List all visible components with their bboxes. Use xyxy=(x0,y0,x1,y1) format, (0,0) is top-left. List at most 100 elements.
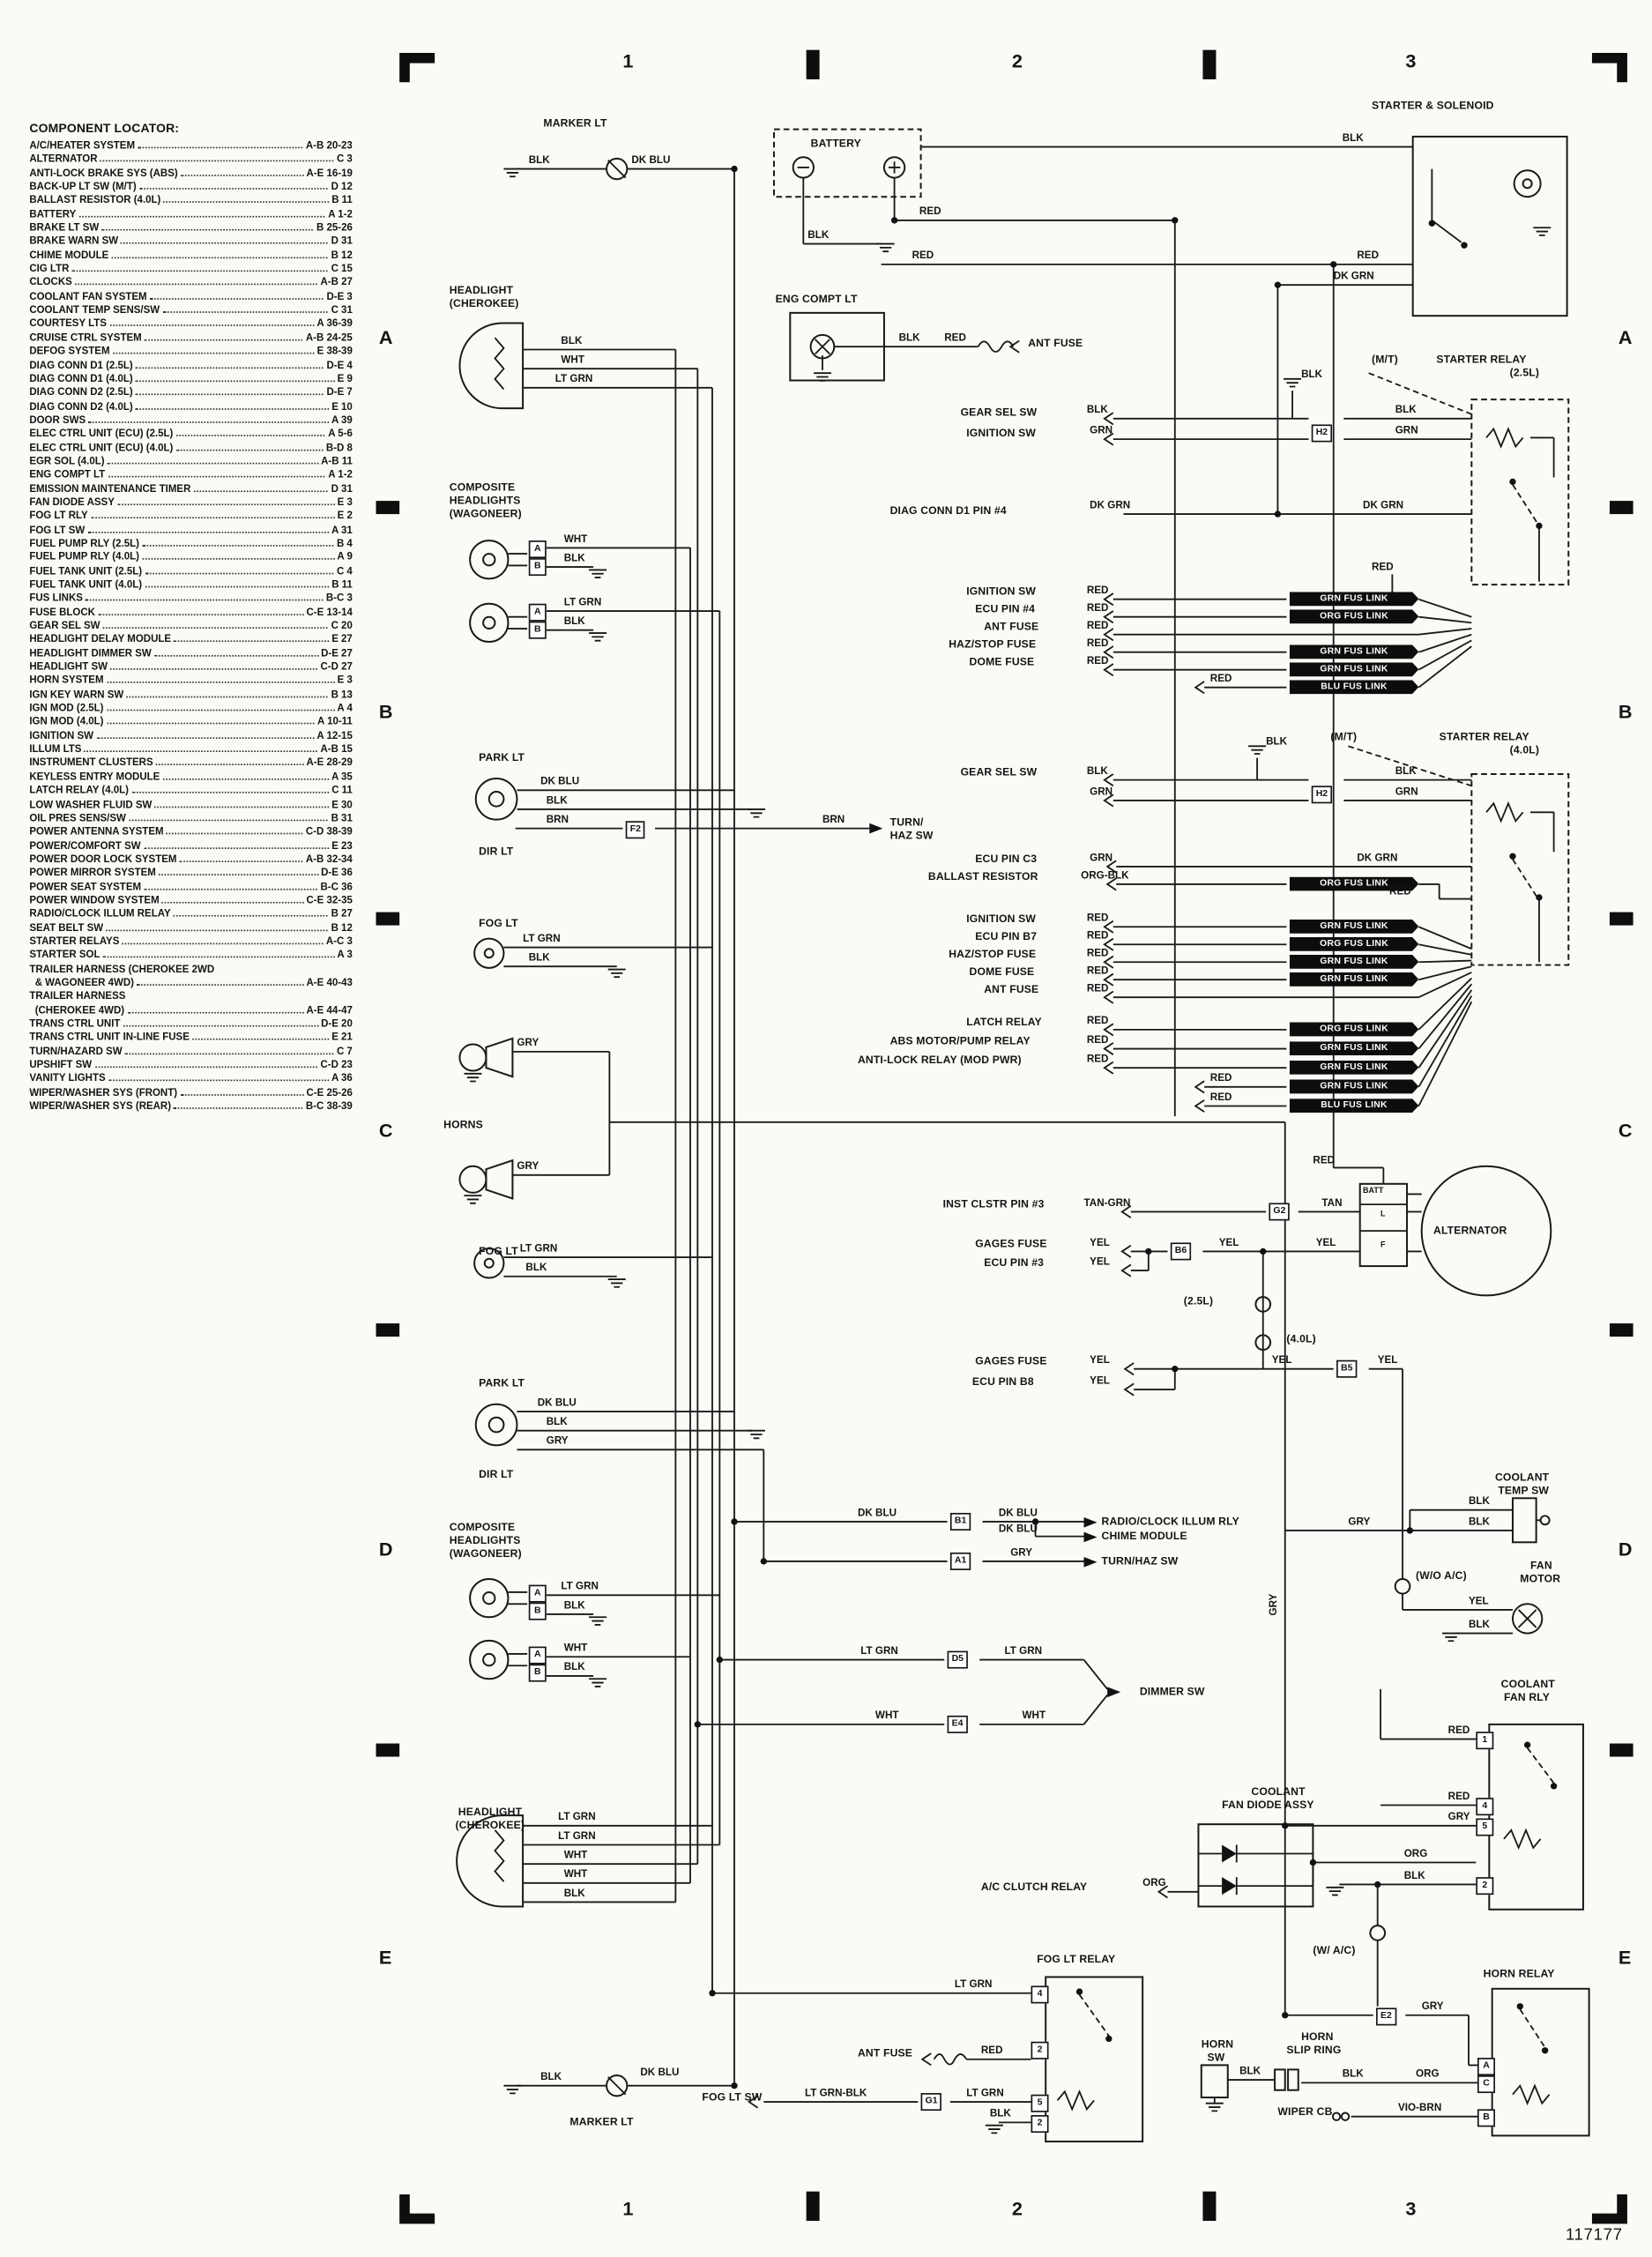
component-label: DOME FUSE xyxy=(969,655,1035,669)
locator-entry-ref: E 30 xyxy=(331,800,353,810)
locator-entry-name: SEAT BELT SW xyxy=(29,923,104,934)
wire-color-label: WHT xyxy=(563,1851,588,1861)
wire-color-label: BLK xyxy=(540,2072,562,2083)
locator-entry-ref: A-E 28-29 xyxy=(306,758,353,770)
locator-entry-name: WIPER/WASHER SYS (FRONT) xyxy=(29,1088,178,1099)
wire-color-label: DK BLU xyxy=(631,155,671,167)
component-label: TURN/HAZ SW xyxy=(1101,1553,1179,1568)
starter-relay-25l-outline xyxy=(1470,399,1570,586)
wire-runs xyxy=(494,145,1555,2124)
locator-entry-name: DIAG CONN D1 (2.5L) xyxy=(29,361,133,371)
component-label: FOG LT RELAY xyxy=(1037,1952,1116,1966)
locator-entry-ref: A 39 xyxy=(331,415,353,426)
locator-entry-ref: A 10-11 xyxy=(317,717,353,728)
fusible-link-label: GRN FUS LINK xyxy=(1289,954,1419,969)
component-label: ENG COMPT LT xyxy=(775,292,858,306)
locator-entry: DIAG CONN D1 (2.5L)D-E 4 xyxy=(29,359,353,373)
wire-color-label: BLK xyxy=(1239,2067,1261,2077)
component-label: FAN RLY xyxy=(1503,1690,1551,1704)
wire-color-label: LT GRN xyxy=(558,1812,596,1823)
component-label: GAGES FUSE xyxy=(975,1354,1047,1368)
locator-entry-name: VANITY LIGHTS xyxy=(29,1074,106,1085)
component-label: ALTERNATOR xyxy=(1433,1223,1507,1237)
component-label: (4.0L) xyxy=(1509,742,1540,756)
dotted-leader xyxy=(192,1039,329,1041)
locator-entry-name: POWER WINDOW SYSTEM xyxy=(29,896,160,906)
wire-color-label: BLK xyxy=(1395,766,1417,778)
connector-terminal: 4 xyxy=(1476,1798,1494,1815)
wire-color-label: RED xyxy=(1086,638,1109,650)
locator-entry-name: ILLUM LTS xyxy=(29,744,82,756)
component-label: ANT FUSE xyxy=(857,2045,913,2060)
connector-oval-w-ac xyxy=(1369,1925,1387,1941)
locator-entry-name: CIG LTR xyxy=(29,264,70,275)
dotted-leader xyxy=(144,888,318,890)
locator-entry-name: FAN DIODE ASSY xyxy=(29,497,115,509)
locator-entry-name: ANTI-LOCK BRAKE SYS (ABS) xyxy=(29,168,178,179)
component-label: ANT FUSE xyxy=(984,982,1039,996)
grid-row-label: A xyxy=(1618,325,1633,348)
wire-color-label: GRN xyxy=(1395,426,1418,436)
connector-terminal: 1 xyxy=(1476,1732,1494,1749)
connector-terminal: B6 xyxy=(1170,1242,1192,1260)
locator-entry-name: STARTER RELAYS xyxy=(29,936,120,948)
component-label: (2.5L) xyxy=(1509,365,1540,379)
wire-color-label: YEL xyxy=(1090,1257,1110,1268)
locator-entry-ref: A 1-2 xyxy=(328,209,353,220)
locator-entry-name: FOG LT SW xyxy=(29,525,86,536)
dotted-leader xyxy=(71,270,329,272)
wire-color-label: BRN xyxy=(546,815,569,826)
dotted-leader xyxy=(136,366,324,369)
locator-entry-ref: B-D 8 xyxy=(325,443,353,454)
connector-terminal: 2 xyxy=(1476,1877,1494,1895)
grid-column-label: 3 xyxy=(1405,49,1417,72)
dotted-leader xyxy=(109,324,315,327)
horn-1-trumpet xyxy=(485,1037,514,1078)
component-label: HORN xyxy=(1301,2030,1334,2044)
fog-lt-relay-box xyxy=(1045,1976,1144,2143)
locator-entry-ref: A 9 xyxy=(337,552,353,563)
component-label: ANT FUSE xyxy=(984,620,1039,634)
locator-entry-ref: C-D 38-39 xyxy=(305,827,353,838)
locator-entry-name: POWER SEAT SYSTEM xyxy=(29,882,142,893)
dotted-leader xyxy=(143,846,329,849)
wire-color-label: BLK xyxy=(1342,133,1364,145)
dotted-leader xyxy=(106,709,335,711)
connector-oval-25l xyxy=(1254,1296,1272,1313)
headlight-lamp-top xyxy=(458,322,525,410)
component-locator-title: COMPONENT LOCATOR: xyxy=(29,120,180,136)
locator-entry: (CHEROKEE 4WD)A-E 44-47 xyxy=(29,1004,353,1018)
dotted-leader xyxy=(173,915,329,918)
dotted-leader xyxy=(137,984,304,986)
wire-color-label: BLK xyxy=(563,1888,585,1900)
eng-compt-lt-box xyxy=(789,311,885,382)
grid-column-label: 1 xyxy=(622,2197,634,2220)
wire-color-label: GRY xyxy=(1421,2001,1444,2013)
grid-row-label: A xyxy=(378,325,393,348)
locator-entry-ref: B 12 xyxy=(331,923,353,934)
component-label: (W/O A/C) xyxy=(1416,1568,1467,1583)
locator-entry-name: POWER DOOR LOCK SYSTEM xyxy=(29,854,177,866)
connector-terminal: 2 xyxy=(1031,2041,1049,2059)
dotted-leader xyxy=(87,531,329,533)
grid-row-label: D xyxy=(1618,1538,1633,1561)
locator-entry: & WAGONEER 4WD)A-E 40-43 xyxy=(29,977,353,991)
locator-entry-name: COURTESY LTS xyxy=(29,319,107,330)
wire-color-label: GRY xyxy=(1447,1812,1470,1823)
wire-color-label: LT GRN xyxy=(966,2089,1004,2099)
connector-terminal: A xyxy=(1477,2058,1495,2075)
wiper-cb-contact-2 xyxy=(1340,2112,1351,2121)
wire-color-label: YEL xyxy=(1377,1355,1398,1367)
dotted-leader xyxy=(145,572,334,574)
wire-color-label: RED xyxy=(1086,966,1109,977)
locator-entry-ref: A 1-2 xyxy=(328,470,353,481)
wire-color-label: BLK xyxy=(528,953,550,964)
dotted-leader xyxy=(155,764,304,766)
wire-color-label: GRY xyxy=(546,1436,569,1448)
locator-entry-name: GEAR SEL SW xyxy=(29,621,100,632)
